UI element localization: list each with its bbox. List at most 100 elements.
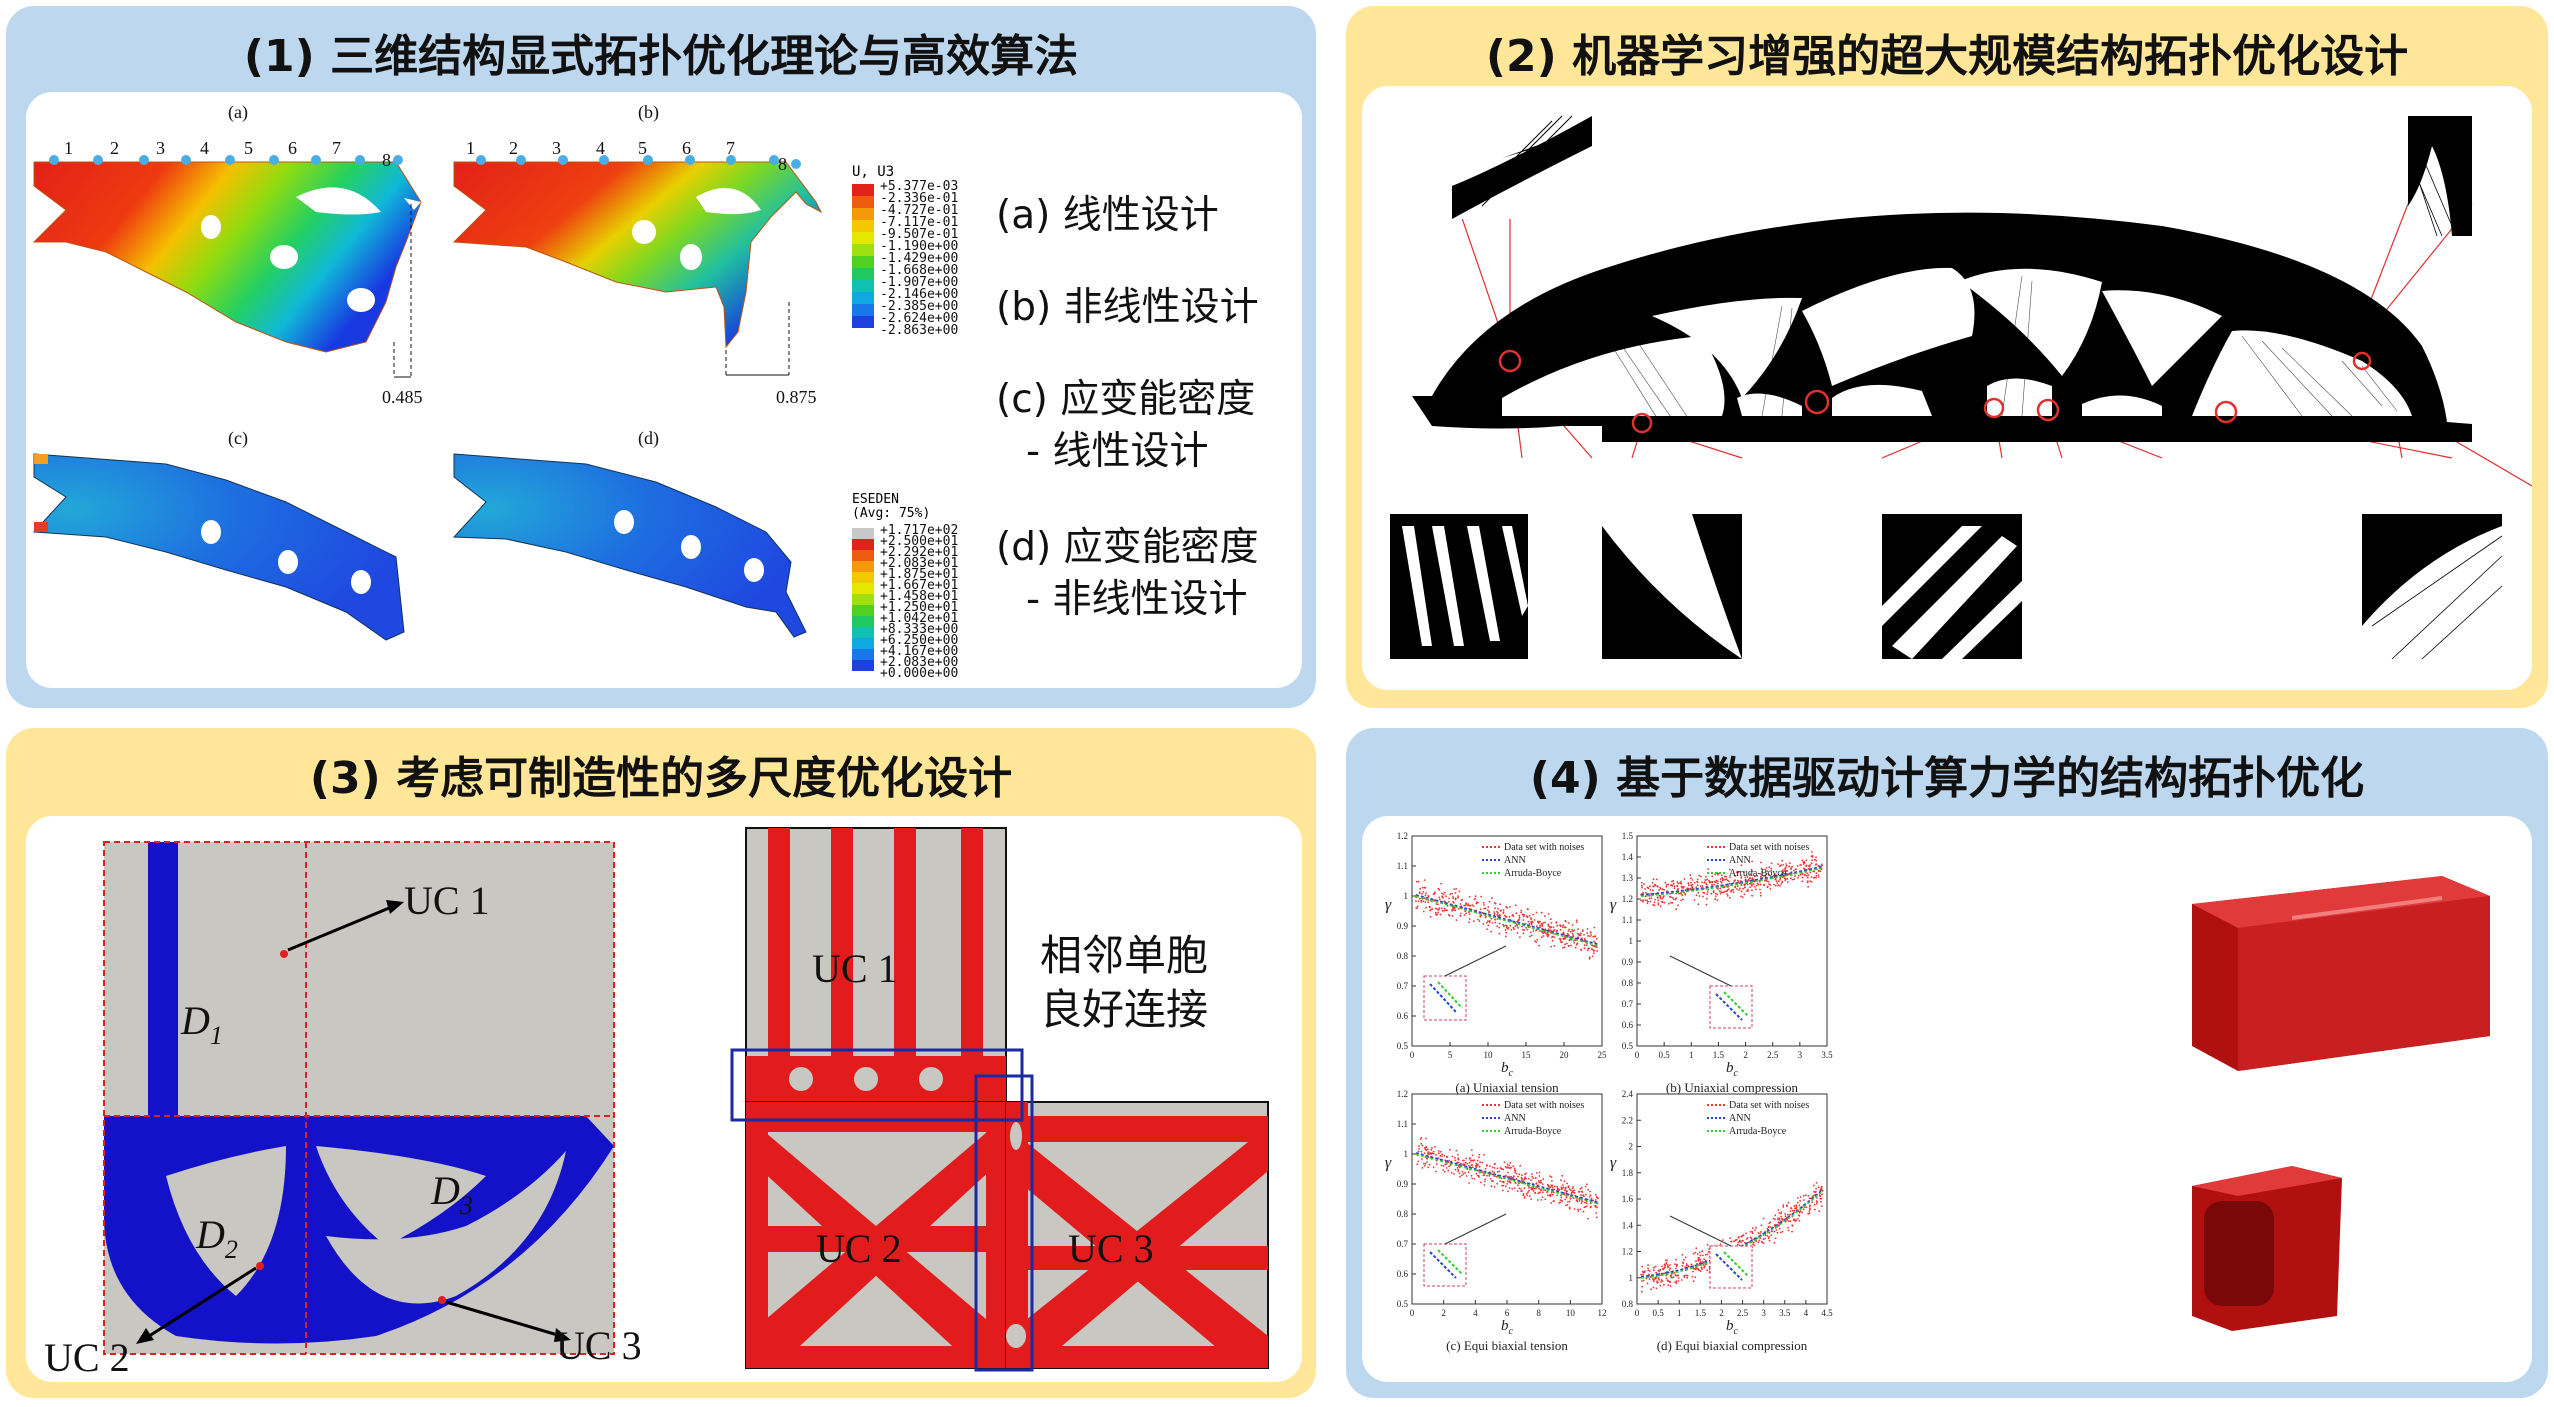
data-point — [1449, 893, 1452, 896]
x-tick-label: 1.5 — [1713, 1050, 1725, 1060]
data-point — [1770, 1234, 1772, 1237]
data-point — [1518, 1187, 1521, 1190]
data-point — [1806, 874, 1808, 877]
data-point — [1471, 1164, 1474, 1166]
data-point — [1819, 870, 1822, 873]
data-point — [1774, 884, 1777, 887]
ann-curve — [1415, 894, 1599, 946]
data-point — [1588, 935, 1591, 938]
data-point — [1528, 914, 1531, 917]
data-point — [1778, 1218, 1781, 1221]
data-point — [1541, 1191, 1544, 1194]
data-point — [1816, 1201, 1818, 1203]
y-tick-label: 1.2 — [1622, 1247, 1633, 1257]
data-point — [1577, 928, 1579, 931]
label-d: (d) — [638, 428, 659, 449]
data-point — [1776, 1231, 1779, 1234]
data-point — [1472, 920, 1475, 923]
data-point — [1656, 885, 1659, 888]
data-point — [1513, 1167, 1516, 1170]
data-point — [1640, 881, 1643, 884]
data-point — [1449, 1164, 1452, 1167]
data-point — [1759, 892, 1762, 894]
data-point — [1591, 955, 1594, 958]
data-point — [1710, 892, 1713, 895]
data-point — [1515, 912, 1518, 915]
data-point — [1526, 915, 1528, 917]
data-point — [1562, 926, 1564, 928]
data-point — [1694, 1251, 1697, 1254]
data-point — [1560, 1186, 1563, 1189]
data-point — [1781, 1230, 1784, 1233]
data-point — [1578, 1200, 1581, 1202]
data-point — [1514, 1171, 1516, 1174]
data-point — [1818, 1210, 1821, 1213]
data-point — [1584, 1185, 1587, 1188]
y-tick-label: 0.9 — [1397, 1179, 1409, 1189]
data-point — [1578, 1190, 1581, 1193]
data-point — [1798, 1210, 1801, 1213]
data-point — [1456, 1167, 1459, 1169]
data-point — [1431, 1147, 1433, 1149]
data-point — [1749, 877, 1751, 879]
data-point — [1781, 881, 1784, 884]
data-point — [1475, 1172, 1478, 1175]
data-point — [1759, 883, 1762, 886]
data-point — [1780, 1215, 1783, 1218]
data-point — [1776, 882, 1779, 884]
data-point — [1779, 885, 1781, 887]
data-point — [1585, 1205, 1588, 1207]
data-point — [1805, 859, 1808, 862]
data-point — [1548, 1186, 1551, 1188]
data-point — [1667, 1280, 1670, 1283]
data-point — [1424, 1148, 1427, 1151]
data-point — [1768, 866, 1771, 869]
data-point — [1674, 1281, 1677, 1284]
data-point — [1498, 926, 1501, 929]
data-point — [1540, 911, 1543, 914]
data-point — [1768, 883, 1770, 886]
data-point — [1480, 1181, 1482, 1184]
data-point — [1463, 904, 1466, 907]
data-point — [1443, 907, 1446, 910]
data-point — [1463, 914, 1466, 916]
data-point — [1532, 1190, 1535, 1192]
data-point — [1747, 888, 1749, 891]
data-point — [1741, 896, 1744, 899]
data-point — [1428, 1153, 1430, 1155]
data-point — [1820, 1205, 1823, 1207]
data-point — [1706, 891, 1709, 893]
data-point — [1502, 1184, 1505, 1187]
data-point — [1502, 923, 1505, 926]
data-point — [1553, 945, 1556, 947]
data-point — [1442, 1165, 1445, 1167]
data-point — [1569, 1189, 1572, 1191]
data-point — [1480, 895, 1483, 898]
data-point — [1757, 1232, 1760, 1234]
data-point — [1680, 882, 1683, 885]
cbar1-label: -7.117e-01 — [880, 215, 959, 230]
x-tick-label: 4.5 — [1821, 1308, 1833, 1318]
data-point — [1500, 1177, 1503, 1180]
data-point — [1537, 1199, 1539, 1201]
y-tick-label: 1.2 — [1397, 1089, 1408, 1099]
data-point — [1644, 891, 1647, 894]
data-point — [1696, 880, 1698, 883]
data-point — [1723, 891, 1726, 893]
data-point — [1520, 911, 1522, 914]
data-point — [1797, 1218, 1799, 1220]
data-point — [1797, 877, 1799, 879]
data-point — [1655, 1271, 1657, 1274]
data-point — [1562, 1186, 1565, 1189]
data-point — [1641, 886, 1643, 889]
data-point — [1776, 1218, 1779, 1220]
data-point — [1796, 1201, 1799, 1204]
data-point — [1521, 1178, 1523, 1181]
data-point — [1538, 1181, 1540, 1184]
legend-entry: ANN — [1504, 1113, 1526, 1124]
cbar2-label: +4.167e+00 — [880, 644, 959, 659]
data-point — [1652, 1266, 1655, 1269]
x-tick-label: 10 — [1566, 1308, 1576, 1318]
data-point — [1687, 884, 1690, 887]
y-tick-label: 0.7 — [1397, 981, 1409, 991]
